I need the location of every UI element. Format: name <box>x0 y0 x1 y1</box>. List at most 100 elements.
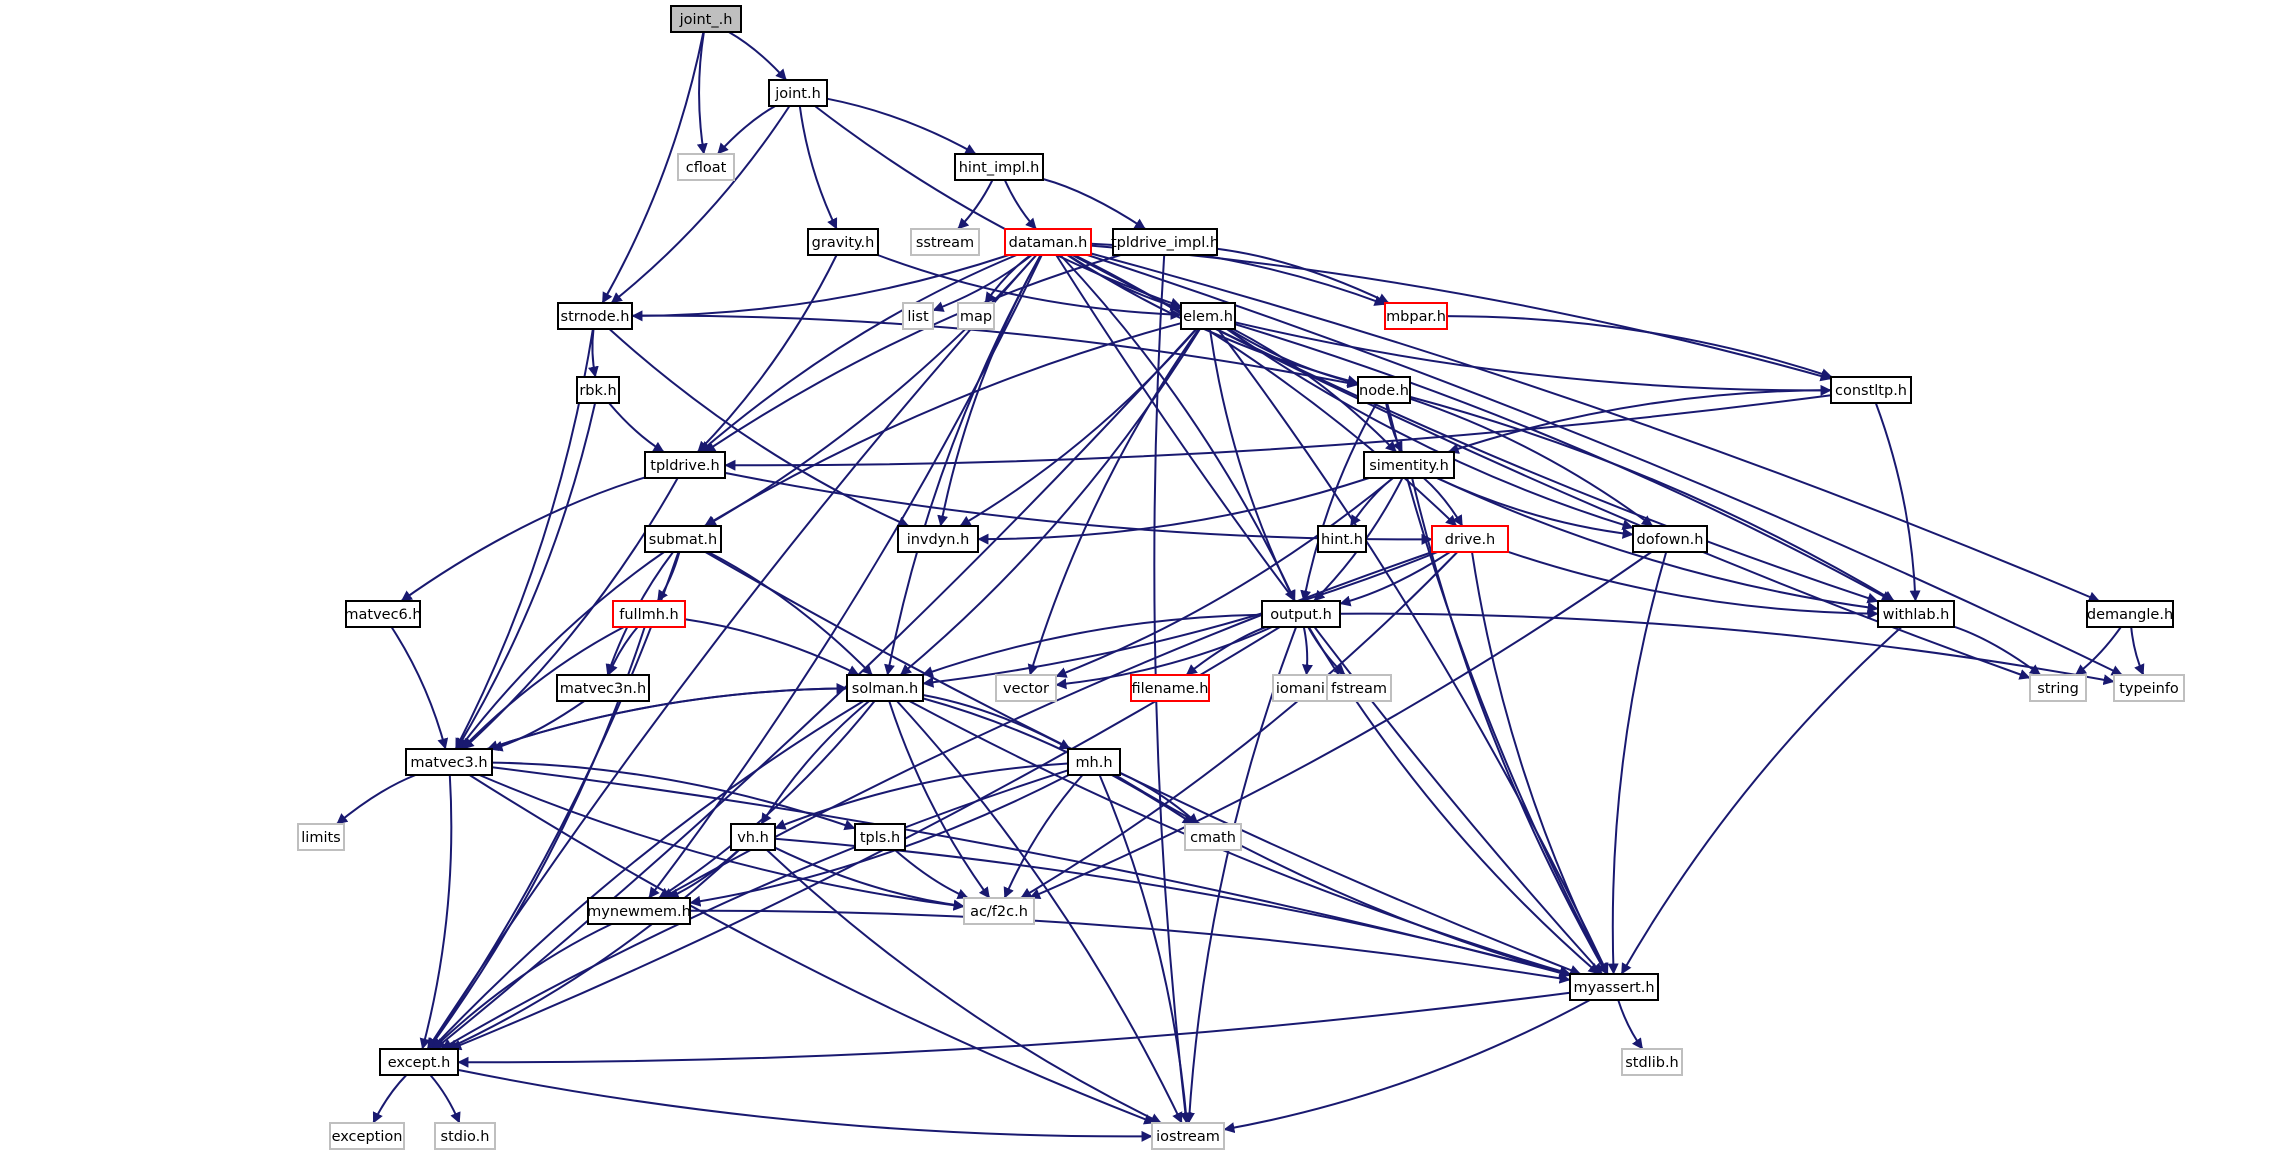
node-withlab[interactable]: withlab.h <box>1877 600 1955 628</box>
node-solman[interactable]: solman.h <box>846 674 924 702</box>
edge-dataman-to-strnode <box>631 254 1010 322</box>
node-box-submat <box>644 525 722 553</box>
edge-elem-to-myassert <box>1217 328 1609 975</box>
node-stdio: stdio.h <box>434 1122 496 1150</box>
node-gravity[interactable]: gravity.h <box>807 228 879 256</box>
node-output[interactable]: output.h <box>1261 600 1341 628</box>
node-node[interactable]: node.h <box>1357 376 1411 404</box>
node-label-mynewmem: mynewmem.h <box>587 904 691 920</box>
node-label-matvec3n: matvec3n.h <box>560 681 646 697</box>
node-string: string <box>2029 674 2087 702</box>
node-label-gravity: gravity.h <box>812 235 875 251</box>
edge-simentity-to-myassert <box>1411 477 1608 975</box>
node-box-matvec3 <box>405 748 493 776</box>
node-elem[interactable]: elem.h <box>1180 302 1236 330</box>
node-hint_impl[interactable]: hint_impl.h <box>954 153 1044 181</box>
edge-node-to-dofown <box>1409 397 1654 527</box>
node-joint_h[interactable]: joint_.h <box>670 5 742 33</box>
node-simentity[interactable]: simentity.h <box>1363 451 1455 479</box>
node-rbk[interactable]: rbk.h <box>576 376 620 404</box>
edge-simentity-to-hint <box>1349 477 1394 527</box>
node-hint[interactable]: hint.h <box>1317 525 1367 553</box>
node-label-stdlib: stdlib.h <box>1625 1055 1679 1071</box>
node-box-simentity <box>1363 451 1455 479</box>
edge-dofown-to-myassert <box>1607 551 1668 975</box>
edge-node-to-simentity <box>1385 402 1404 453</box>
node-box-iostream <box>1151 1122 1225 1150</box>
edge-mh-to-myassert <box>1114 774 1571 978</box>
node-cmath: cmath <box>1184 823 1242 851</box>
edge-constltp-to-simentity <box>1447 389 1832 454</box>
edge-elem-to-output <box>1208 328 1296 602</box>
edge-output-to-filename <box>1185 626 1267 676</box>
edge-submat-to-solman <box>707 551 873 676</box>
node-vh[interactable]: vh.h <box>730 823 776 851</box>
edge-rbk-to-matvec3 <box>455 402 597 750</box>
node-myassert[interactable]: myassert.h <box>1569 973 1659 1001</box>
edge-solman-to-myassert <box>908 700 1571 977</box>
node-filename[interactable]: filename.h <box>1130 674 1210 702</box>
node-box-cfloat <box>677 153 735 181</box>
node-tpls[interactable]: tpls.h <box>854 823 906 851</box>
node-dofown[interactable]: dofown.h <box>1632 525 1708 553</box>
edge-mh-to-mynewmem <box>689 774 1070 907</box>
node-box-fstream <box>1326 674 1392 702</box>
edge-solman-to-matvec3 <box>486 687 848 751</box>
node-box-stdlib <box>1621 1048 1683 1076</box>
node-label-string: string <box>2037 681 2079 697</box>
node-label-tpldrive_impl: tpldrive_impl.h <box>1111 235 1219 251</box>
node-box-joint_h <box>670 5 742 33</box>
edge-elem-to-dofown <box>1226 328 1634 531</box>
edge-matvec3n-to-matvec3 <box>491 700 585 752</box>
node-joint[interactable]: joint.h <box>768 79 828 107</box>
edge-myassert-to-except <box>457 991 1571 1068</box>
edge-matvec3-to-except <box>419 774 453 1050</box>
edge-tpls-to-f2c <box>894 849 969 900</box>
node-matvec3n[interactable]: matvec3n.h <box>556 674 650 702</box>
node-box-tpls <box>854 823 906 851</box>
node-except[interactable]: except.h <box>379 1048 459 1076</box>
node-matvec6[interactable]: matvec6.h <box>344 600 422 628</box>
node-fullmh[interactable]: fullmh.h <box>612 600 686 628</box>
node-mh[interactable]: mh.h <box>1067 748 1121 776</box>
node-tpldrive[interactable]: tpldrive.h <box>644 451 726 479</box>
node-constltp[interactable]: constltp.h <box>1830 376 1912 404</box>
edge-drive-to-solman <box>922 551 1438 688</box>
edge-vh-to-myassert <box>774 837 1571 978</box>
node-label-hint_impl: hint_impl.h <box>959 160 1040 176</box>
node-invdyn[interactable]: invdyn.h <box>897 525 979 553</box>
node-matvec3[interactable]: matvec3.h <box>405 748 493 776</box>
node-box-vh <box>730 823 776 851</box>
node-box-rbk <box>576 376 620 404</box>
node-strnode[interactable]: strnode.h <box>557 302 633 330</box>
node-label-strnode: strnode.h <box>561 309 630 325</box>
node-drive[interactable]: drive.h <box>1431 525 1509 553</box>
edge-joint_h-to-joint <box>728 31 788 81</box>
node-submat[interactable]: submat.h <box>644 525 722 553</box>
node-mbpar[interactable]: mbpar.h <box>1384 302 1448 330</box>
node-box-hint_impl <box>954 153 1044 181</box>
node-limits: limits <box>297 823 345 851</box>
node-label-joint: joint.h <box>774 86 821 102</box>
node-box-typeinfo <box>2113 674 2185 702</box>
edge-myassert-to-iostream <box>1223 999 1591 1134</box>
node-dataman[interactable]: dataman.h <box>1004 228 1092 256</box>
node-typeinfo: typeinfo <box>2113 674 2185 702</box>
node-demangle[interactable]: demangle.h <box>2086 600 2174 628</box>
node-box-vector <box>995 674 1057 702</box>
node-label-fullmh: fullmh.h <box>619 607 678 623</box>
edge-dataman-to-except <box>426 254 1038 1050</box>
node-tpldrive_impl[interactable]: tpldrive_impl.h <box>1111 228 1219 256</box>
edge-joint-to-cfloat <box>716 105 776 155</box>
node-label-constltp: constltp.h <box>1835 383 1907 399</box>
node-box-filename <box>1130 674 1210 702</box>
node-label-invdyn: invdyn.h <box>907 532 970 548</box>
node-label-list: list <box>907 309 929 325</box>
node-box-strnode <box>557 302 633 330</box>
node-label-demangle: demangle.h <box>2087 607 2173 623</box>
edge-submat-to-matvec3 <box>458 551 665 750</box>
node-box-hint <box>1317 525 1367 553</box>
edge-simentity-to-invdyn <box>977 477 1370 545</box>
node-mynewmem[interactable]: mynewmem.h <box>587 897 691 925</box>
